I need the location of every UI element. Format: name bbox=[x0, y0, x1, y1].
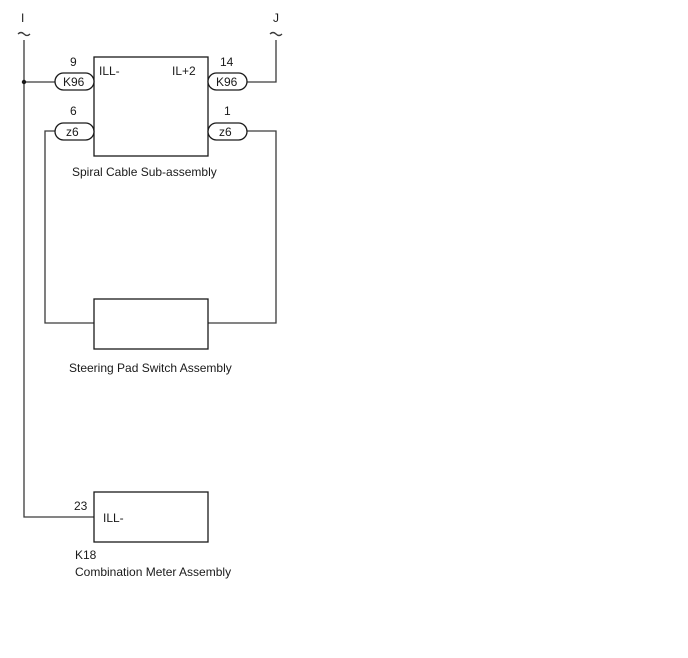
wire-pin-6-to-steering-pad bbox=[44, 130, 94, 324]
pin-number: 14 bbox=[220, 55, 234, 69]
connector-code: K96 bbox=[216, 75, 238, 89]
steering-pad-name: Steering Pad Switch Assembly bbox=[69, 361, 232, 375]
terminal-left-label: I bbox=[21, 11, 24, 25]
combination-meter-component: 23 ILL- K18 Combination Meter Assembly bbox=[74, 491, 231, 579]
wire-pin-1-to-steering-pad bbox=[208, 130, 277, 324]
connector-pill bbox=[207, 122, 248, 141]
connector-pin-14: 14 K96 bbox=[207, 55, 248, 91]
spiral-cable-pin-right-label: IL+2 bbox=[172, 64, 196, 78]
junction-dot bbox=[21, 79, 27, 85]
wire-right-trunk bbox=[247, 40, 277, 83]
wire-left-trunk bbox=[23, 40, 94, 518]
combination-meter-name: Combination Meter Assembly bbox=[75, 565, 231, 579]
steering-pad-component: Steering Pad Switch Assembly bbox=[69, 298, 232, 375]
connector-code: z6 bbox=[219, 125, 232, 139]
combination-meter-pin-label: ILL- bbox=[103, 511, 124, 525]
connector-pin-6: 6 z6 bbox=[54, 104, 95, 141]
connector-pill bbox=[207, 72, 248, 91]
spiral-cable-name: Spiral Cable Sub-assembly bbox=[72, 165, 217, 179]
connector-pill bbox=[54, 122, 95, 141]
pin-number: 6 bbox=[70, 104, 77, 118]
connector-pin-9: 9 K96 bbox=[54, 55, 95, 91]
spiral-cable-component: ILL- IL+2 Spiral Cable Sub-assembly bbox=[72, 56, 217, 179]
break-mark-right bbox=[269, 31, 283, 37]
connector-pin-1: 1 z6 bbox=[207, 104, 248, 141]
terminal-right-label: J bbox=[273, 11, 279, 25]
pin-number: 1 bbox=[224, 104, 231, 118]
combination-meter-box bbox=[93, 491, 209, 543]
combination-meter-connector-code: K18 bbox=[75, 548, 97, 562]
connector-code: K96 bbox=[63, 75, 85, 89]
spiral-cable-box bbox=[93, 56, 209, 157]
connector-pill bbox=[54, 72, 95, 91]
connector-code: z6 bbox=[66, 125, 79, 139]
break-mark-left bbox=[17, 31, 31, 37]
steering-pad-box bbox=[93, 298, 209, 350]
combination-meter-pin-number: 23 bbox=[74, 499, 88, 513]
spiral-cable-pin-left-label: ILL- bbox=[99, 64, 120, 78]
pin-number: 9 bbox=[70, 55, 77, 69]
